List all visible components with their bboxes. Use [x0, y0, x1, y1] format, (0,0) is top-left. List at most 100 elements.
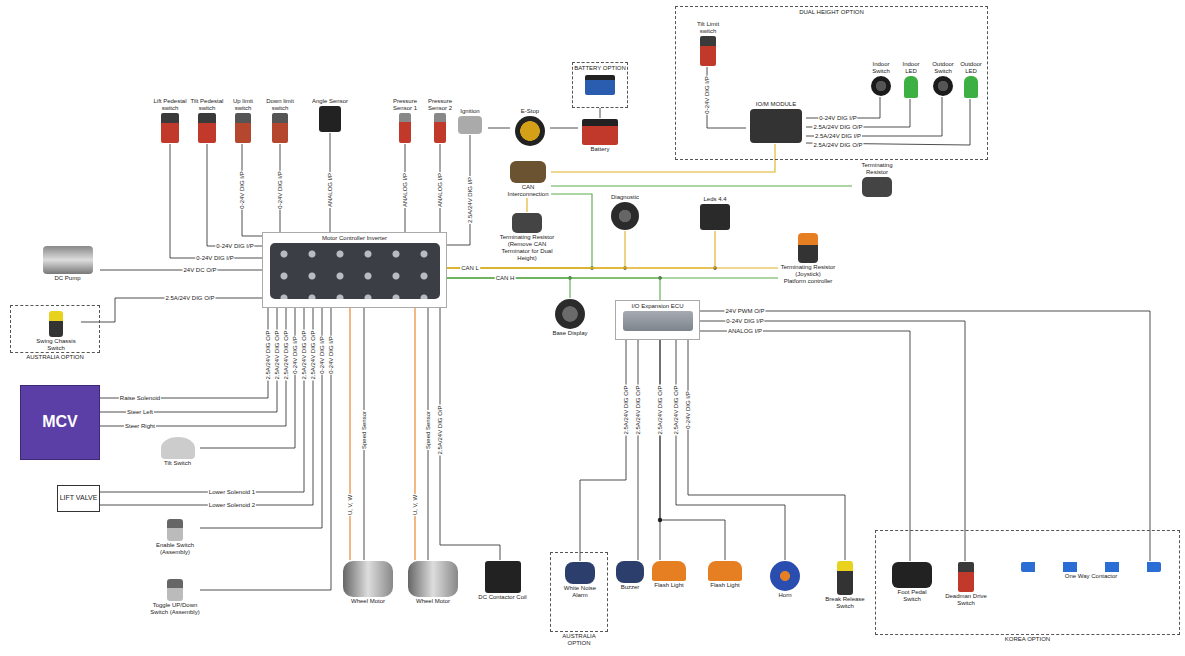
component-label: Foot Pedal Switch	[889, 589, 935, 603]
wire	[100, 308, 313, 505]
motor: Wheel Motor	[403, 560, 463, 605]
light: Flash Light	[648, 560, 690, 589]
signal-label: ANALOG I/P	[402, 172, 409, 208]
motor-icon	[343, 561, 393, 597]
switch-icon	[272, 113, 288, 143]
connector: CAN Interconnection	[505, 160, 551, 198]
module-icon	[700, 204, 730, 230]
sensor: Pressure Sensor 2	[423, 98, 457, 144]
signal-label: 2.5A/24V DIG O/P	[310, 329, 317, 380]
signal-label: ANALOG I/P	[727, 328, 763, 335]
component-label: IO/M MODULE	[746, 101, 806, 108]
push-switch: Indoor Switch	[867, 61, 895, 97]
sensor: Pressure Sensor 1	[388, 98, 422, 144]
signal-label: 2.5A/24V DIG O/P	[812, 142, 863, 149]
switch: Swing Chassis Switch	[31, 310, 81, 352]
switch-icon	[49, 311, 63, 337]
signal-label: 0-24V DIG I/P	[328, 335, 335, 374]
component-label: Angle Sensor	[310, 98, 350, 105]
component-label: Horn	[765, 592, 805, 599]
signal-label: 2.5A/24V DIG O/P	[283, 329, 290, 380]
component-label: Break Release Switch	[822, 596, 868, 610]
signal-label: U, V, W	[412, 494, 419, 516]
wire	[200, 308, 322, 528]
signal-label: 2.5A/24V DIG O/P	[301, 329, 308, 380]
battery-icon	[582, 119, 618, 145]
joystick: Terminating Resistor (Joystick)Platform …	[778, 232, 838, 285]
component-label: Up limit switch	[225, 98, 261, 112]
wire	[551, 144, 775, 172]
signal-label: 0-24V DIG I/P	[292, 335, 299, 374]
horn: Horn	[765, 560, 805, 599]
wire	[580, 340, 626, 561]
wire	[600, 108, 601, 118]
sensor-icon	[399, 113, 411, 143]
terminator-icon	[512, 213, 542, 233]
limit-switch: Down limit switch	[262, 98, 298, 144]
e-stop: E-Stop	[510, 108, 550, 147]
wire	[170, 144, 262, 258]
component-label: Pressure Sensor 1	[388, 98, 422, 112]
switch-icon	[167, 519, 183, 541]
option-group: AUSTRALIA OPTIONWhite Noise Alarm	[550, 552, 608, 632]
component-label: Flash Light	[648, 582, 690, 589]
wire	[447, 231, 625, 268]
switch: Tilt Switch	[155, 436, 200, 467]
wire	[200, 308, 331, 590]
signal-label: 0-24V DIG I/P	[239, 170, 246, 209]
component-label: Indoor Switch	[867, 61, 895, 75]
contactor: One Way Contactor	[1011, 561, 1171, 580]
sensor: Angle Sensor	[310, 98, 350, 133]
signal-label: 2.5A/24V DIG O/P	[635, 384, 642, 435]
wire	[806, 97, 942, 136]
component-label: Ignition	[452, 108, 488, 115]
wire	[200, 308, 295, 448]
wire	[414, 308, 415, 560]
signal-label: U, V, W	[347, 494, 354, 516]
component-label: Enable Switch (Assembly)	[150, 542, 200, 556]
controller-box: Motor Controller Inverter	[262, 232, 447, 308]
signal-label: 0-24V DIG I/P	[725, 318, 764, 325]
wire	[551, 185, 852, 186]
terminator: Terminating Resistor	[852, 162, 902, 198]
wire	[688, 340, 845, 560]
terminator-icon	[862, 177, 892, 197]
alarm: White Noise Alarm	[557, 561, 603, 599]
component-label: Flash Light	[705, 582, 745, 589]
horn-icon	[770, 561, 800, 591]
component-label: Outdoor LED	[957, 61, 985, 75]
switch: Toggle UP/Down Switch (Assembly)	[150, 578, 200, 616]
component-label: AUSTRALIA OPTION	[11, 354, 99, 361]
component-label: Tilt Switch	[155, 460, 200, 467]
component-label: I/O Expansion ECU	[618, 303, 697, 310]
module: Leds 4.4	[695, 196, 735, 231]
component-label: Platform controller	[778, 278, 838, 285]
signal-label: 24V PWM O/P	[724, 308, 765, 315]
component-label: Terminating Resistor	[496, 234, 558, 241]
switch-icon	[837, 561, 853, 595]
connector-icon	[510, 161, 546, 183]
component-label: Buzzer	[614, 584, 646, 591]
signal-label: 24V DC O/P	[182, 267, 217, 274]
switch-icon	[933, 76, 953, 96]
alarm-icon	[565, 562, 595, 584]
signal-label: ANALOG I/P	[327, 172, 334, 208]
component-label: Outdoor Switch	[929, 61, 957, 75]
motor: Wheel Motor	[338, 560, 398, 605]
signal-label: CAN L	[460, 265, 480, 272]
component-label: KOREA OPTION	[876, 636, 1179, 643]
key-icon	[458, 116, 482, 134]
limit-switch: Lift Pedestal switch	[150, 98, 190, 144]
e-stop-icon	[515, 116, 545, 146]
component-label: Toggle UP/Down Switch (Assembly)	[150, 602, 200, 616]
contactor-icon	[485, 561, 521, 593]
component-label: Diagnostic	[603, 194, 647, 201]
switch-icon	[198, 113, 216, 143]
component-label: Lift Pedestal switch	[150, 98, 190, 112]
signal-label: Steer Left	[126, 409, 154, 416]
sensor-icon	[434, 113, 446, 143]
component-label: Wheel Motor	[338, 598, 398, 605]
led-icon	[964, 76, 978, 98]
ecu-icon	[623, 311, 693, 331]
signal-label: 2.5A/24V DIG O/P	[673, 384, 680, 435]
